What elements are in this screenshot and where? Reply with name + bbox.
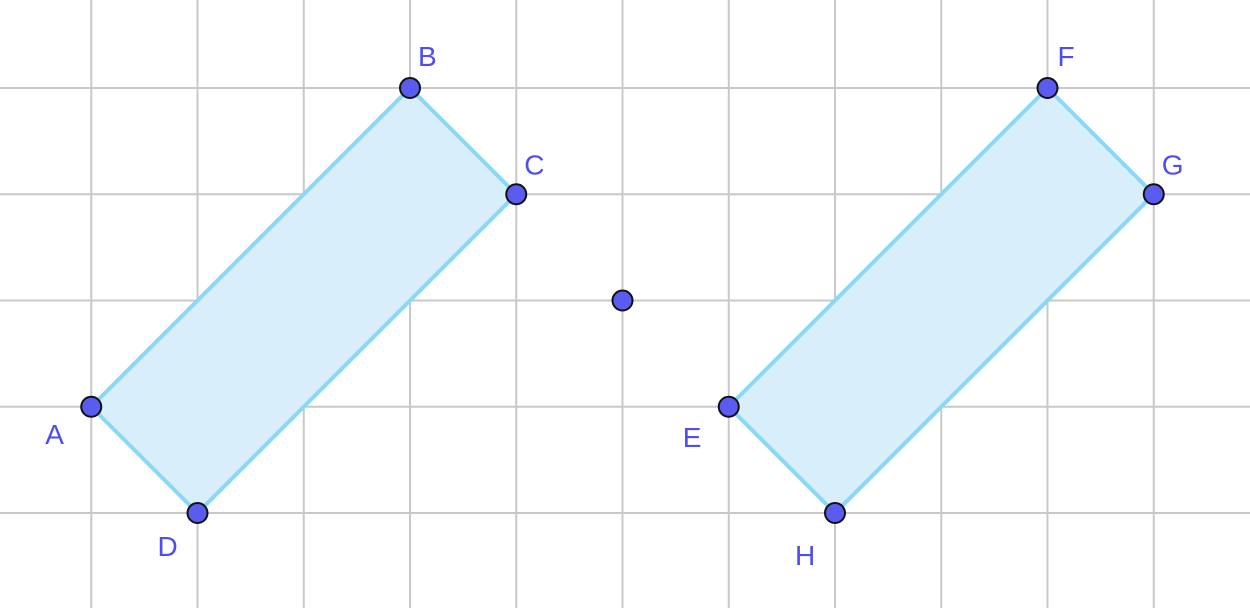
- point-e[interactable]: [717, 395, 740, 418]
- point-h[interactable]: [824, 502, 846, 524]
- point-c[interactable]: [505, 183, 528, 206]
- label-g: G: [1162, 149, 1184, 180]
- point-center[interactable]: [611, 289, 634, 312]
- label-e: E: [683, 422, 702, 453]
- label-h: H: [795, 540, 815, 571]
- point-b[interactable]: [399, 77, 421, 99]
- label-f: F: [1058, 41, 1075, 72]
- point-a[interactable]: [80, 395, 103, 418]
- point-g[interactable]: [1142, 183, 1165, 206]
- points-layer: [80, 77, 1165, 524]
- label-b: B: [418, 41, 437, 72]
- label-a: A: [45, 419, 64, 450]
- labels-layer: A B C D E F G H: [45, 41, 1183, 571]
- point-d[interactable]: [186, 502, 209, 524]
- point-f[interactable]: [1036, 77, 1059, 99]
- label-d: D: [158, 531, 178, 562]
- label-c: C: [524, 149, 544, 180]
